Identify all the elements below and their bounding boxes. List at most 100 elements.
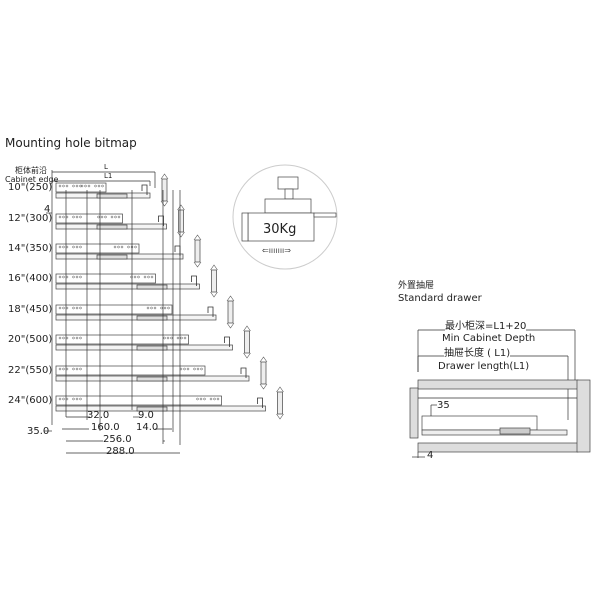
rear-bracket — [191, 275, 197, 286]
standard-drawer-cn-title: 外置抽屉 — [398, 281, 435, 291]
mounting-hole — [186, 367, 190, 371]
mounting-hole — [79, 184, 82, 188]
rear-bracket — [224, 336, 230, 347]
drawer-box-icon — [247, 212, 315, 242]
slide-size-label: 22"(550) — [8, 365, 53, 376]
mounting-hole — [72, 336, 75, 340]
rear-bracket — [141, 184, 148, 195]
cabinet-back-panel — [194, 239, 201, 263]
height-arrow — [193, 234, 202, 268]
mounting-hole — [216, 397, 220, 401]
mounting-hole — [87, 184, 91, 188]
dim-L-label: L — [104, 163, 108, 171]
slide-carriage — [96, 254, 128, 260]
slide-arrow-icon: ⇐ııııııı⇒ — [262, 246, 291, 255]
dim-35-label: 35.0 — [27, 426, 50, 437]
dim-14-label: 14.0 — [136, 422, 159, 433]
mounting-hole — [101, 184, 104, 188]
mounting-hole — [75, 184, 79, 188]
mounting-hole — [58, 306, 62, 310]
standard-drawer-title: Standard drawer — [398, 293, 482, 304]
cabinet-back-panel — [576, 379, 591, 453]
mounting-hole — [62, 336, 65, 340]
weight-stem-icon — [284, 188, 294, 200]
slide-rail — [421, 429, 568, 436]
mounting-hole — [209, 397, 213, 401]
cabinet-back-panel — [161, 178, 168, 202]
height-arrow — [177, 204, 185, 238]
mounting-hole — [183, 367, 186, 371]
height-arrow — [276, 386, 284, 420]
mounting-hole — [196, 397, 199, 401]
mounting-hole — [176, 336, 180, 340]
mounting-hole — [113, 245, 117, 249]
mounting-hole — [203, 397, 206, 401]
mounting-hole — [183, 336, 187, 340]
mounting-hole — [79, 367, 82, 371]
dim-288-label: 288.0 — [106, 446, 135, 457]
mounting-hole — [150, 306, 153, 310]
dim-256-label: 256.0 — [103, 434, 132, 445]
mounting-hole — [62, 397, 65, 401]
mounting-hole — [163, 336, 166, 340]
weight-block-icon — [264, 198, 312, 214]
mounting-hole — [130, 275, 133, 279]
dim-4-label: 4 — [44, 204, 51, 215]
mounting-hole — [146, 306, 150, 310]
mounting-hole — [58, 275, 62, 279]
mounting-hole — [104, 215, 107, 219]
mounting-hole — [166, 336, 170, 340]
mounting-hole — [84, 184, 87, 188]
mounting-hole — [58, 184, 62, 188]
slide-member — [55, 395, 222, 406]
mounting-hole — [143, 275, 147, 279]
mounting-hole — [193, 367, 196, 371]
cabinet-back-panel — [260, 361, 267, 385]
cabinet-back-panel — [211, 269, 217, 293]
mounting-hole — [62, 184, 65, 188]
mounting-hole — [117, 245, 120, 249]
mounting-hole — [170, 336, 173, 340]
mounting-hole — [75, 275, 79, 279]
mounting-hole — [97, 215, 100, 219]
load-capacity-label: 30Kg — [263, 222, 297, 237]
mounting-hole — [72, 215, 75, 219]
drawer-front-panel — [409, 387, 419, 439]
dim-160-label: 160.0 — [91, 422, 120, 433]
mounting-hole — [97, 184, 101, 188]
min-depth-label: Min Cabinet Depth — [442, 333, 536, 344]
mounting-hole — [62, 367, 65, 371]
cabinet-back-panel — [227, 300, 234, 324]
dim-9-label: 9.0 — [138, 410, 154, 421]
mounting-hole — [80, 184, 84, 188]
slide-size-label: 20"(500) — [8, 334, 53, 345]
mounting-hole — [79, 245, 82, 249]
height-arrow — [259, 356, 268, 390]
dim-4-right-label: 4 — [427, 450, 434, 461]
slide-carriage — [136, 284, 168, 290]
slide-carriage — [96, 224, 128, 230]
mounting-hole — [58, 215, 62, 219]
slide-rail — [55, 283, 200, 290]
cabinet-bottom-panel — [417, 442, 579, 453]
mounting-hole — [75, 367, 79, 371]
drawer-length-cn-label: 抽屉长度 ( L1) — [444, 348, 511, 359]
mounting-hole — [196, 367, 200, 371]
mounting-hole — [133, 275, 137, 279]
mounting-hole — [200, 367, 203, 371]
mounting-hole — [62, 275, 65, 279]
rear-bracket — [240, 367, 247, 378]
mounting-hole — [62, 215, 65, 219]
mounting-hole — [79, 306, 82, 310]
cabinet-edge-cn-label: 柜体前沿 — [15, 166, 47, 175]
mounting-hole — [100, 215, 104, 219]
slide-carriage — [136, 376, 168, 382]
mounting-hole — [150, 275, 154, 279]
mounting-hole — [58, 367, 62, 371]
slide-carriage — [136, 406, 168, 412]
mounting-hole — [75, 306, 79, 310]
mounting-hole — [75, 245, 79, 249]
mounting-hole — [160, 306, 163, 310]
rear-bracket — [207, 306, 214, 317]
